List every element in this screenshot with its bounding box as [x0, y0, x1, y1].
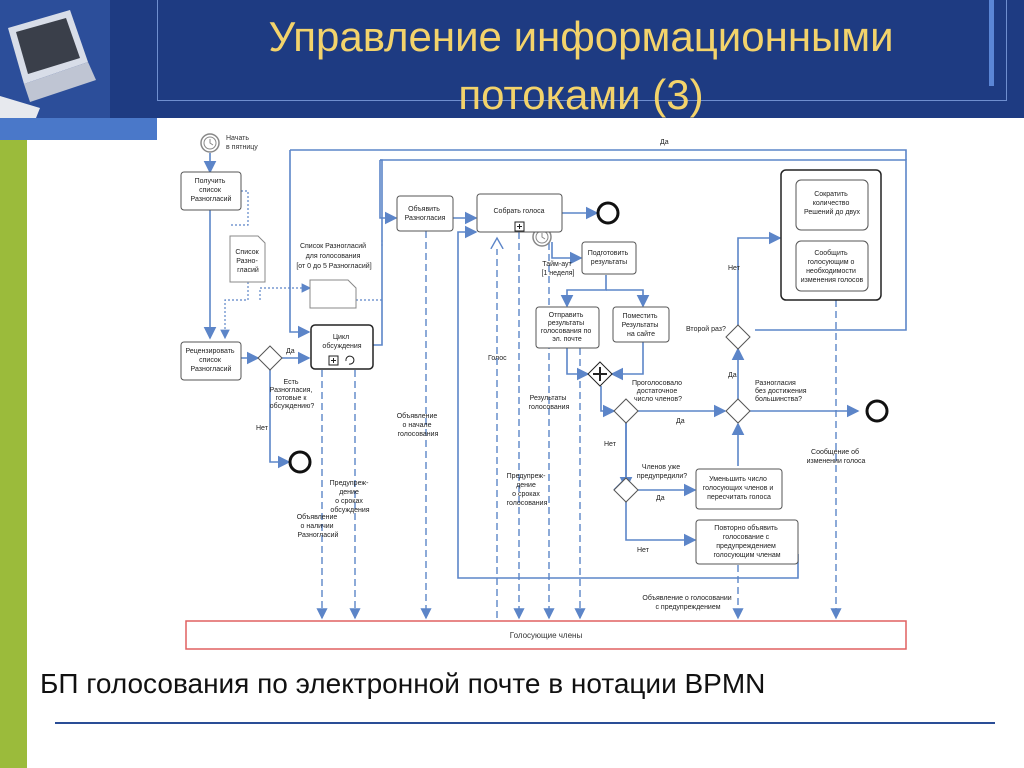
flow-10: [290, 149, 907, 160]
gateway-majority-label: Разногласия без достижения большинства?: [755, 380, 809, 403]
svg-text:Рецензировать список: Рецензировать список Разногласий: [185, 348, 236, 373]
svg-text:Сократить количество: Сократить количество Решений до двух: [804, 191, 860, 216]
slide-title: Управление информационными потоками (3): [157, 8, 1005, 124]
end-event-1: [288, 450, 312, 474]
header-frame: [157, 0, 1007, 101]
msg-warn-discussion-label: Предупреж- дение о сроках обсуждения: [330, 480, 371, 514]
task-post-results: Поместить Результаты на сайте: [612, 306, 670, 343]
gateway-ready: [257, 345, 283, 371]
msg-results-label: Результаты голосования: [529, 395, 570, 411]
msg-warn-vote-label: Предупреж- дение о сроках голосования: [507, 473, 548, 507]
msg-announce-start-label: Объявление о начале голосования: [397, 412, 440, 438]
label-yes-enough: Да: [676, 418, 685, 425]
gateway-second: [725, 324, 751, 350]
association-flows: [220, 190, 383, 340]
gateway-majority: [725, 398, 751, 424]
end-event-2: [596, 201, 620, 225]
svg-text:Сообщить голосующим о: Сообщить голосующим о необходимости изме…: [801, 249, 864, 284]
gateway-enough-label: Проголосовало достаточное число членов?: [632, 380, 684, 403]
gateway-parallel: [587, 361, 613, 387]
gateway-ready-label: Есть Разногласия, готовые к обсуждению?: [270, 379, 315, 410]
label-yes-top: Да: [660, 139, 669, 146]
assoc-3: [259, 283, 312, 300]
pool-label: Голосующие члены: [510, 631, 583, 640]
assoc-1: [230, 190, 249, 226]
msg-vote-label: Голос: [488, 355, 507, 362]
subprocess-group: Сократить количество Решений до двух Соо…: [780, 169, 882, 301]
label-no-ready: Нет: [256, 425, 269, 432]
svg-text:Поместить Результаты: Поместить Результаты на сайте: [622, 313, 661, 338]
svg-text:Отправить результаты: Отправить результаты голосования по эл. …: [541, 312, 593, 343]
sidebar-green-band: [0, 140, 27, 768]
subprocess-discussion: Цикл обсуждения: [310, 324, 374, 370]
bottom-divider: [55, 722, 995, 724]
gateway-second-label: Второй раз?: [686, 325, 726, 333]
label-yes-warned: Да: [656, 495, 665, 502]
flow-13: [551, 242, 583, 265]
flow-23: [625, 502, 697, 547]
flow-16: [566, 348, 590, 381]
flow-18: [600, 386, 616, 418]
label-no-warned: Нет: [637, 547, 650, 554]
svg-text:Подготовить результаты: Подготовить результаты: [588, 250, 630, 266]
flow-27: [737, 231, 782, 325]
flow-17: [610, 342, 644, 381]
label-yes-majority: Да: [728, 372, 737, 379]
gateway-warned: [613, 477, 639, 503]
task-get-list: Получить список Разногласий: [180, 171, 242, 211]
end-event-3: [865, 399, 889, 423]
title-line-1: Управление информационными: [268, 13, 894, 60]
label-yes-ready: Да: [286, 348, 295, 355]
timer-timeout-label: Тайм-аут [1 неделя]: [542, 260, 575, 277]
flow-7: [379, 160, 398, 225]
svg-text:Цикл обсуждения: Цикл обсуждения: [322, 334, 361, 350]
flow-28: [457, 225, 799, 579]
svg-text:Список Разногласий для г: Список Разногласий для голосования [от 0…: [296, 242, 371, 270]
message-flows: [316, 231, 842, 620]
flow-15: [606, 289, 650, 308]
svg-text:Повторно объявить голосо: Повторно объявить голосование с предупре…: [713, 524, 780, 559]
title-line-2: потоками (3): [458, 71, 704, 118]
task-prepare-results: Подготовить результаты: [581, 241, 637, 275]
slide-header: Управление информационными потоками (3): [0, 0, 1024, 118]
flow-14: [560, 275, 607, 308]
doc-list-for-voting: Список Разногласий для голосования [от 0…: [296, 242, 372, 309]
gateway-enough: [613, 398, 639, 424]
label-no-enough: Нет: [604, 441, 617, 448]
task-reannounce: Повторно объявить голосование с предупре…: [695, 519, 799, 565]
task-send-results: Отправить результаты голосования по эл. …: [535, 306, 600, 349]
msg-announce-exist-label: Объявление о наличии Разногласий: [297, 513, 340, 539]
msg-change-vote-label: Сообщение об изменении голоса: [807, 448, 866, 465]
gateway-warned-label: Членов уже предупредили?: [637, 464, 687, 480]
start-event-label: Начать в пятницу: [226, 135, 258, 151]
flow-5: [269, 370, 291, 469]
msg-announce-warn-label: Объявление о голосовании с предупреждени…: [642, 594, 733, 611]
svg-text:Получить список Ра: Получить список Разногласий: [191, 178, 232, 203]
pool-voting-members: [185, 620, 907, 650]
svg-text:Собрать голоса: Собрать голоса: [494, 207, 545, 215]
computer-logo-icon: [0, 0, 110, 118]
flow-8: [380, 159, 907, 331]
svg-text:Список Разно- глас: Список Разно- гласий: [235, 249, 260, 274]
timer-start-event: [200, 133, 220, 153]
task-review-list: Рецензировать список Разногласий: [180, 341, 242, 381]
label-no-second: Нет: [728, 265, 741, 272]
assoc-2: [220, 282, 249, 340]
doc-list: Список Разно- гласий: [229, 235, 266, 283]
flow-9: [289, 150, 311, 339]
sidebar-blue-band: [0, 118, 157, 140]
header-accent-stripe: [989, 0, 994, 86]
slide-caption: БП голосования по электронной почте в но…: [40, 668, 766, 699]
task-announce: Объявить Разногласия: [396, 195, 454, 232]
task-reduce-members: Уменьшить число голосующих членов и пере…: [695, 468, 783, 510]
task-collect-votes: Собрать голоса: [476, 193, 563, 233]
svg-text:Уменьшить число голосующ: Уменьшить число голосующих членов и пере…: [703, 476, 775, 501]
svg-text:Объявить Разногласия: Объявить Разногласия: [405, 205, 446, 222]
